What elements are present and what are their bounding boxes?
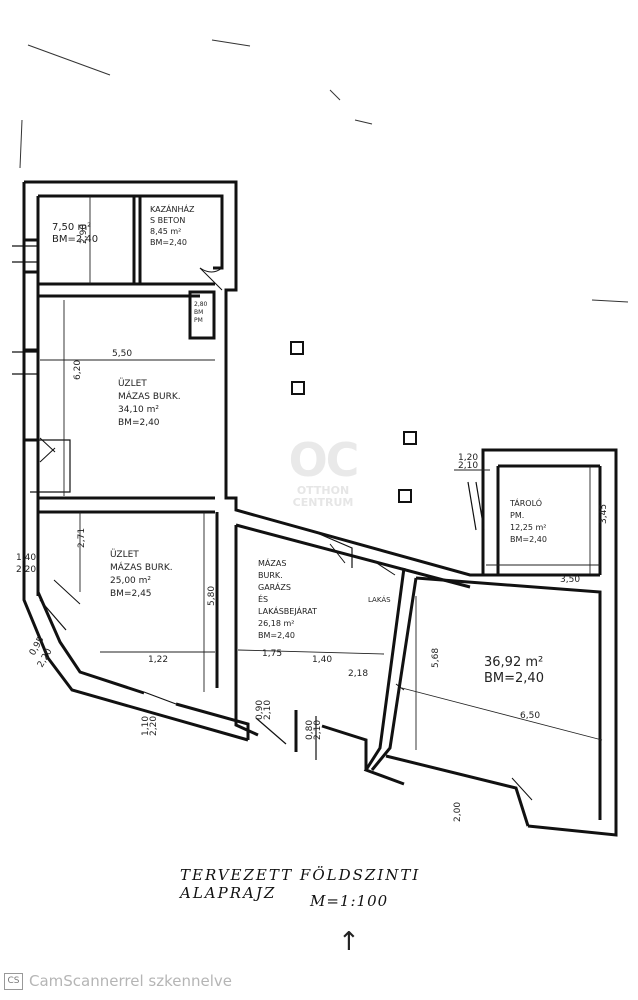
dimension-label-13: 2,00: [453, 802, 463, 822]
dimension-label-3: 5,80: [207, 586, 217, 606]
dimension-label-8: 5,68: [431, 648, 441, 668]
room-label-wc-1: BM: [194, 309, 203, 316]
plan-scale: M=1:100: [310, 892, 389, 910]
plan-title: TERVEZETT FÖLDSZINTI ALAPRAJZ: [180, 866, 421, 902]
dimension-label-14: 1,20: [458, 453, 478, 463]
dimension-label-1: 6,20: [73, 360, 83, 380]
dimension-label-11: 3,45: [599, 504, 609, 524]
room-label-tarolo-0: TÁROLÓ: [509, 497, 542, 508]
dimension-label-16: 1,10: [141, 716, 151, 736]
room-label-uzlet2-0: ÜZLET: [110, 549, 139, 560]
north-arrow-icon: ↑: [338, 927, 360, 957]
dimension-label-12: 2,90: [79, 224, 89, 244]
scan-marks: [19, 39, 629, 303]
dimension-label-25: 2,10: [313, 720, 323, 740]
dimension-label-15: 2,10: [458, 461, 478, 471]
room-label-kazan-2: 8,45 m²: [150, 227, 181, 236]
watermark-line2: CENTRUM: [292, 496, 354, 509]
dimension-label-7: 2,18: [348, 669, 368, 679]
dimension-label-2: 2,71: [77, 528, 87, 548]
room-label-uzlet1-1: MÁZAS BURK.: [118, 390, 181, 402]
room-label-uzlet1-0: ÜZLET: [118, 378, 147, 389]
dimension-label-9: 6,50: [520, 711, 540, 721]
columns: [290, 341, 417, 503]
room-label-kazan-3: BM=2,40: [150, 238, 187, 247]
watermark: OC OTTHON CENTRUM: [278, 435, 368, 509]
dimension-label-24: 0,80: [305, 720, 315, 740]
dimension-label-6: 1,40: [312, 655, 332, 665]
room-label-uzlet1-2: 34,10 m²: [118, 405, 159, 415]
room-label-wc-0: 2,80: [194, 301, 208, 308]
dimension-label-10: 3,50: [560, 575, 580, 585]
dimension-label-19: 2,10: [263, 700, 273, 720]
room-label-r1-0: 7,50 m²: [52, 222, 91, 233]
room-label-big-1: BM=2,40: [484, 671, 544, 686]
watermark-logo: OC: [288, 433, 360, 487]
room-label-uzlet1-3: BM=2,40: [118, 418, 160, 428]
dimension-label-4: 1,22: [148, 655, 168, 665]
room-label-tarolo-1: PM.: [510, 511, 524, 520]
room-label-kazan-0: KAZÁNHÁZ: [150, 203, 195, 214]
camscanner-icon: CS: [4, 972, 23, 990]
room-label-tarolo-2: 12,25 m²: [510, 523, 546, 532]
room-label-tarolo-3: BM=2,40: [510, 535, 547, 544]
dimension-lines: [40, 196, 603, 750]
room-label-garazs-1: BURK.: [258, 571, 283, 580]
room-label-garazs-5: 26,18 m²: [258, 619, 294, 628]
dimension-label-21: 2,20: [16, 565, 36, 575]
room-label-uzlet2-2: 25,00 m²: [110, 576, 151, 586]
room-label-lakas_label-0: LAKÁS: [368, 595, 391, 604]
room-label-big-0: 36,92 m²: [484, 655, 543, 670]
walls: [22, 180, 618, 837]
scanner-footer-text: CamScannerrel szkennelve: [29, 972, 232, 990]
dimension-label-20: 1,40: [16, 553, 36, 563]
room-label-garazs-6: BM=2,40: [258, 631, 295, 640]
dimension-label-17: 2,20: [149, 716, 159, 736]
room-label-uzlet2-3: BM=2,45: [110, 589, 152, 599]
dimension-label-18: 0,90: [255, 700, 265, 720]
door-swings: [39, 267, 533, 801]
room-label-garazs-3: ÉS: [258, 593, 268, 604]
dimension-label-5: 1,75: [262, 649, 282, 659]
room-label-r1-1: BM=2,40: [52, 234, 98, 245]
windows: [12, 245, 485, 760]
room-label-garazs-0: MÁZAS: [258, 557, 286, 568]
room-label-kazan-1: S BETON: [150, 216, 185, 225]
watermark-line1: OTTHON: [296, 484, 350, 497]
scanner-footer: CS CamScannerrel szkennelve: [4, 972, 232, 990]
dimension-label-0: 5,50: [112, 349, 132, 359]
room-label-wc-2: PM: [194, 317, 203, 324]
room-label-garazs-2: GARÁZS: [258, 581, 291, 592]
room-label-uzlet2-1: MÁZAS BURK.: [110, 561, 173, 573]
room-label-garazs-4: LAKÁSBEJÁRAT: [258, 605, 317, 616]
